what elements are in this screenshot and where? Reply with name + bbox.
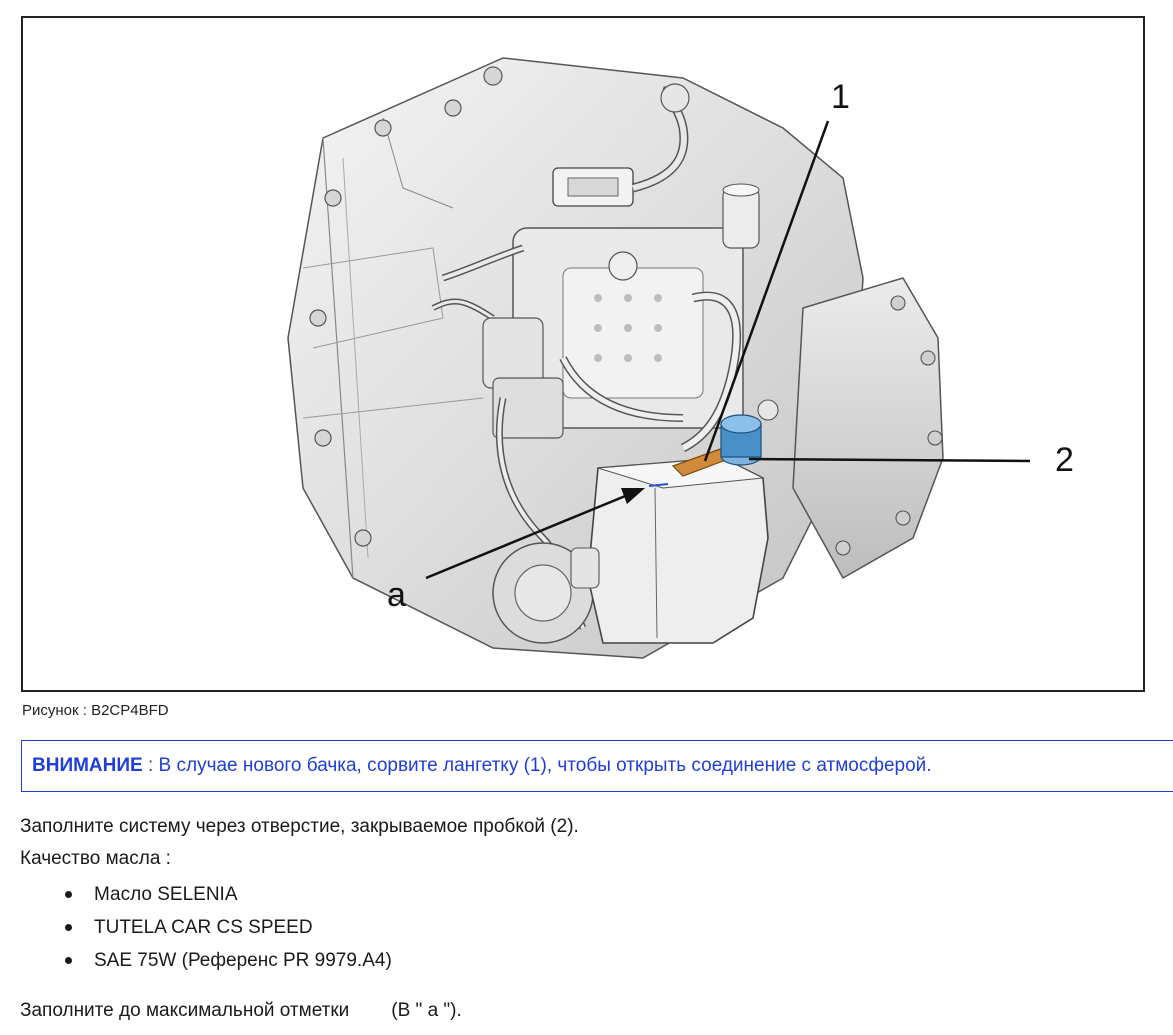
fill-to-mark-line: Заполните до максимальной отметки (В " а …	[20, 1000, 462, 1022]
leader-line-1	[703, 120, 830, 462]
oil-item-text: TUTELA CAR CS SPEED	[94, 917, 313, 938]
oil-item-text: SAE 75W (Референс PR 9979.A4)	[94, 950, 392, 971]
bullet-icon	[65, 891, 72, 898]
fill-system-text: Заполните систему через отверстие, закры…	[20, 816, 579, 837]
callout-a: a	[387, 576, 406, 614]
warning-separator: :	[142, 755, 159, 776]
end-cover	[792, 277, 944, 580]
oil-item-text: Масло SELENIA	[94, 884, 238, 905]
warning-box: ВНИМАНИЕ : В случае нового бачка, сорвит…	[21, 740, 1173, 792]
oil-quality-label: Качество масла :	[20, 848, 171, 869]
callout-1: 1	[831, 78, 850, 116]
warning-text: В случае нового бачка, сорвите лангетку …	[158, 755, 932, 776]
fill-to-mark-ref: (В " а ").	[391, 1000, 462, 1021]
figure-frame: 1 2 a	[21, 16, 1145, 692]
gearbox-illustration: 1 2 a	[287, 57, 1074, 659]
figure-caption: Рисунок : B2CP4BFD	[22, 702, 169, 719]
list-item: SAE 75W (Референс PR 9979.A4)	[60, 944, 392, 977]
bullet-icon	[65, 957, 72, 964]
bullet-icon	[65, 924, 72, 931]
oil-list: Масло SELENIA TUTELA CAR CS SPEED SAE 75…	[60, 878, 392, 977]
callout-2: 2	[1055, 441, 1074, 479]
arrowhead-a	[621, 488, 645, 504]
list-item: TUTELA CAR CS SPEED	[60, 911, 392, 944]
warning-label: ВНИМАНИЕ	[32, 755, 143, 776]
list-item: Масло SELENIA	[60, 878, 392, 911]
leader-line-a	[425, 490, 636, 580]
leader-line-2	[748, 457, 1031, 463]
fill-to-mark-text: Заполните до максимальной отметки	[20, 1000, 350, 1021]
